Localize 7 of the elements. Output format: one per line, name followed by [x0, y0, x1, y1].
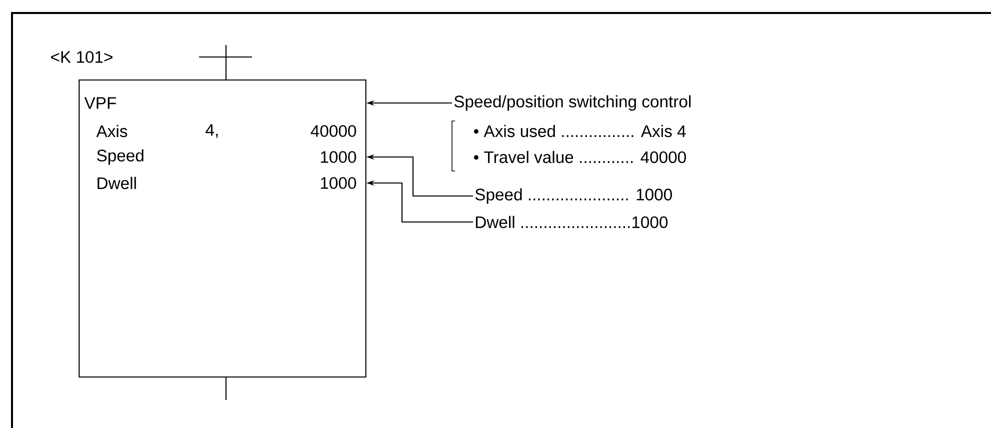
annotation-text: Dwell ........................1000 [476, 216, 668, 228]
note-text: • Axis used ................ Axis 4 [474, 124, 686, 138]
annotation-text: Speed/position switching control [454, 95, 691, 111]
note-text: <K 101> [51, 51, 112, 63]
instruction-box: VPF Axis 4, 40000 Speed 1000 Dwell 1000 [78, 79, 366, 378]
note-text: • Travel value ............ 40000 [474, 150, 686, 164]
annotation-text: Speed ...................... 1000 [475, 188, 672, 204]
